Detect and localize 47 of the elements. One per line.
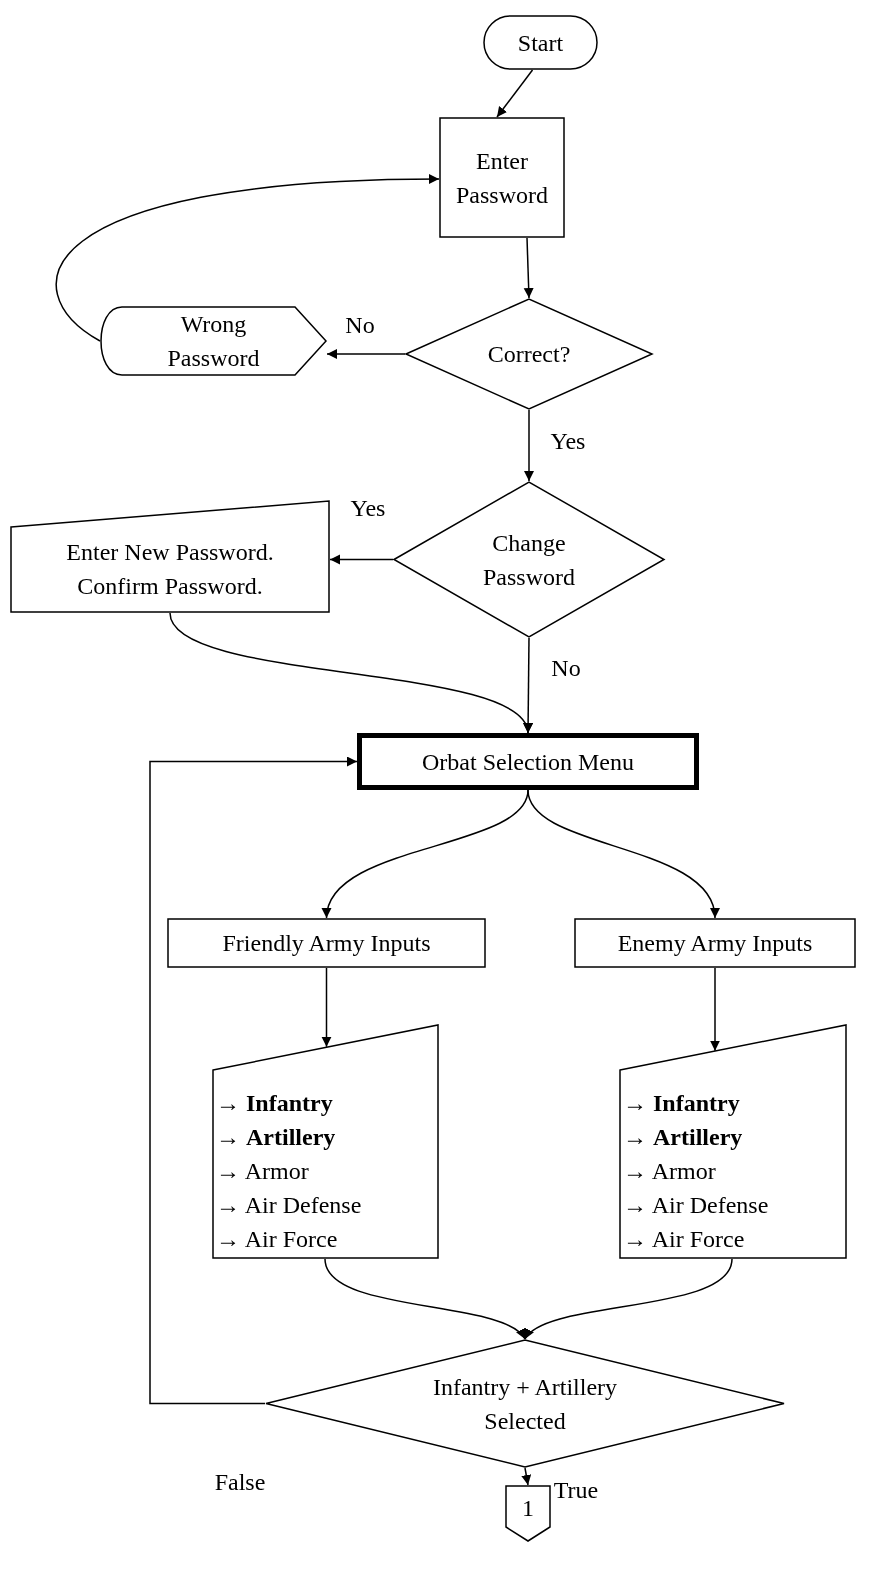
arrow <box>524 409 534 482</box>
node-text: Correct? <box>487 340 571 369</box>
node-text: Enter Password <box>455 146 549 210</box>
arrow <box>710 967 720 1052</box>
process-box <box>574 918 856 968</box>
off-page-connector <box>505 1485 551 1542</box>
arrow <box>321 967 332 1048</box>
arrow <box>324 1258 526 1340</box>
process-box <box>167 918 486 968</box>
arrow <box>523 637 534 734</box>
decision-diamond <box>393 481 665 638</box>
list-item: → Air Force <box>623 1225 745 1254</box>
decision-diamond <box>405 298 653 410</box>
list-item: → Infantry <box>216 1089 333 1118</box>
node-text: Orbat Selection Menu <box>422 747 634 777</box>
arrow <box>523 237 534 299</box>
node-text: 1 <box>522 1493 534 1523</box>
list-item: → Artillery <box>216 1123 336 1152</box>
process-box <box>439 117 565 238</box>
node-text: Infantry + Artillery Selected <box>431 1372 619 1436</box>
manual-input-shape <box>619 1024 847 1259</box>
node-text: Wrong Password <box>166 310 261 373</box>
arrow <box>326 349 406 359</box>
manual-input-shape <box>10 500 330 613</box>
list-item: → Armor <box>623 1157 716 1186</box>
arrow <box>496 69 534 118</box>
arrow <box>329 554 394 565</box>
arrow <box>527 789 718 919</box>
node-text: Change Password <box>482 528 576 592</box>
node-text: Enemy Army Inputs <box>617 929 813 958</box>
process-box <box>357 733 699 790</box>
list-item: → Armor <box>216 1157 309 1186</box>
display-shape <box>100 306 327 376</box>
arrow <box>521 1467 532 1486</box>
node-text: Start <box>517 28 564 58</box>
arrow <box>56 174 440 342</box>
list-item: → Infantry <box>623 1089 740 1118</box>
list-item: → Air Defense <box>216 1191 362 1220</box>
list-item: → Air Defense <box>623 1191 769 1220</box>
list-item: → Artillery <box>623 1123 743 1152</box>
arrow <box>524 1258 733 1340</box>
node-text: Friendly Army Inputs <box>222 929 431 958</box>
manual-input-shape <box>212 1024 439 1259</box>
node-text: Enter New Password. Confirm Password. <box>65 537 275 601</box>
decision-diamond <box>265 1339 785 1468</box>
list-item: → Air Force <box>216 1225 338 1254</box>
arrow <box>149 756 358 1405</box>
